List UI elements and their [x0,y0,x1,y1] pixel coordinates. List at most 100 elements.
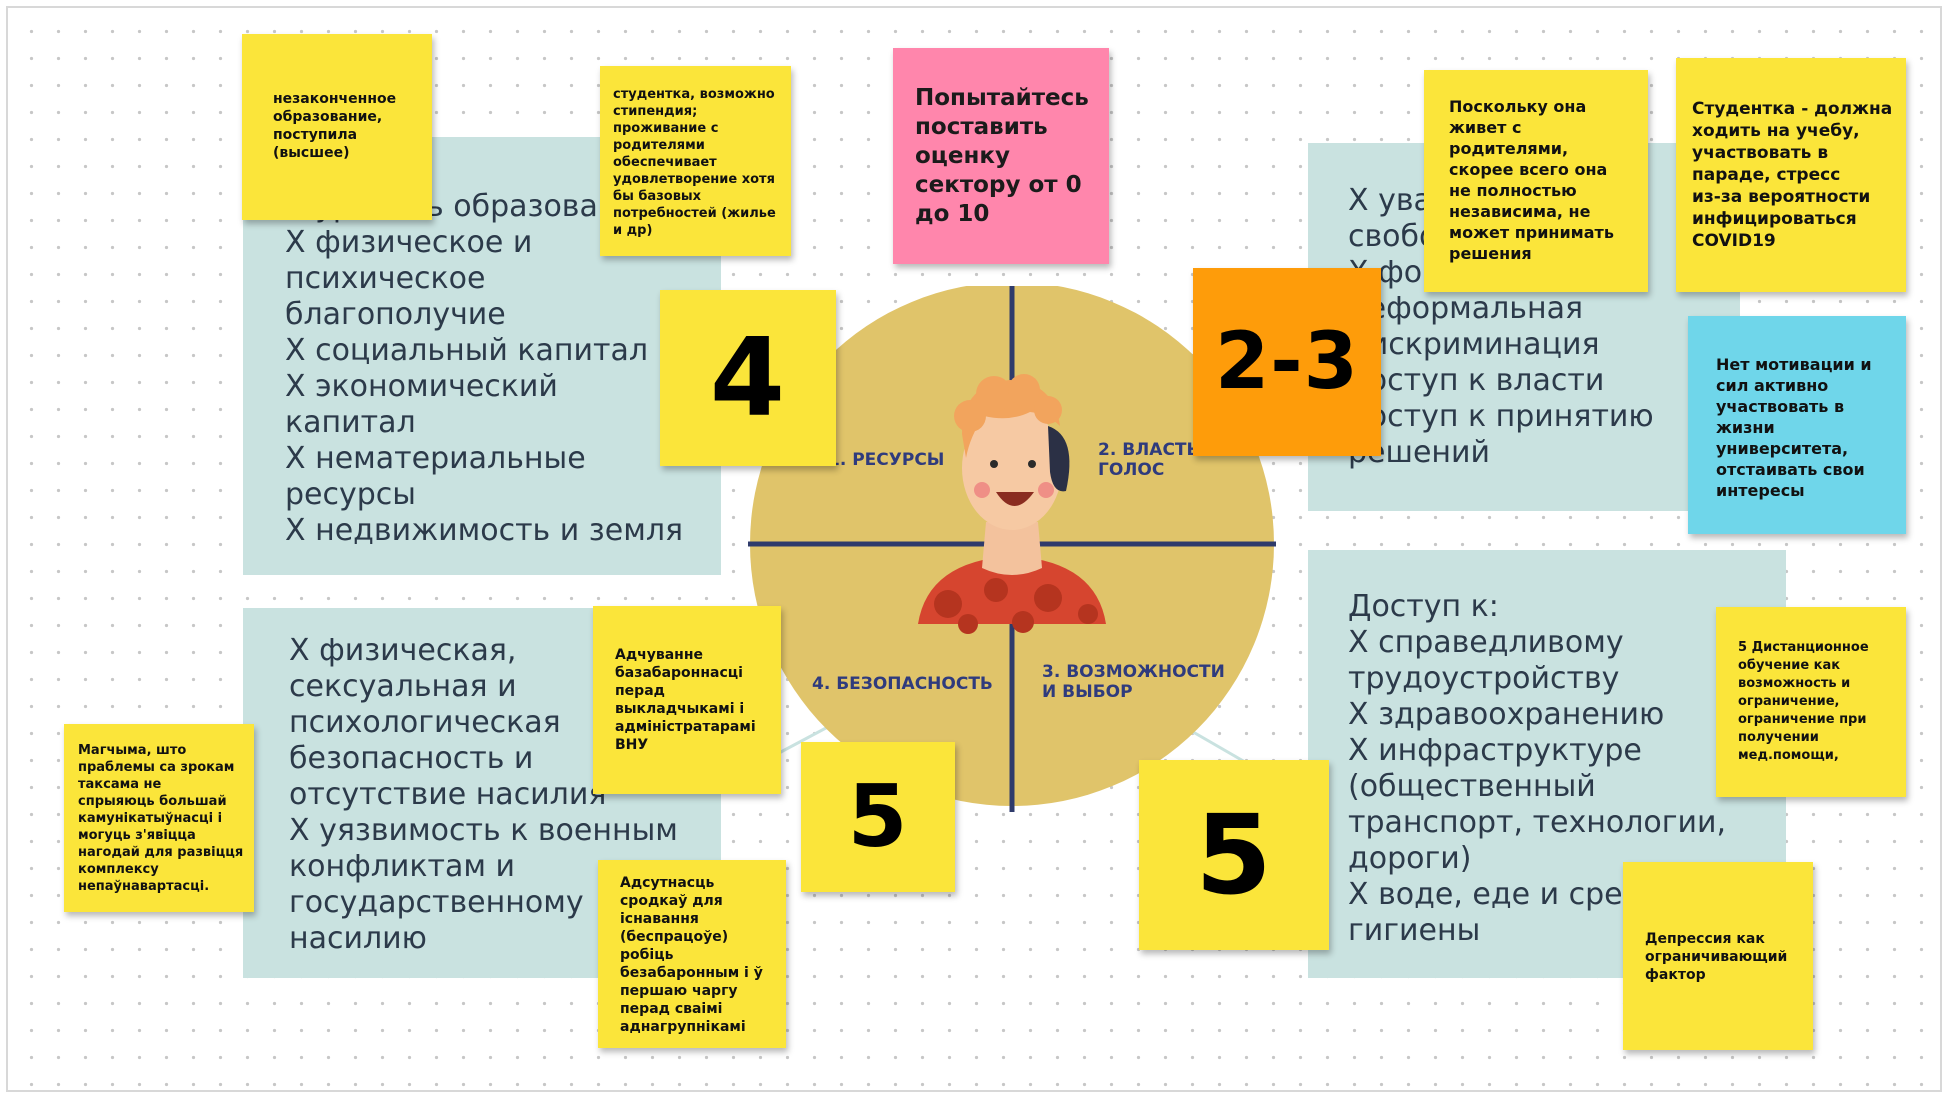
panel-line: Х экономический [285,369,558,404]
sticky-depression[interactable]: Депрессия как ограничивающий фактор [1623,862,1813,1050]
panel-line: Х здравоохранению [1348,697,1665,732]
sticky-line: ходить на учебу, [1692,121,1860,141]
sticky-line: незаконченное [273,91,397,107]
sticky-line: таксама не [78,777,162,792]
sticky-line: (высшее) [273,145,350,161]
sticky-line: обучение как [1738,658,1841,673]
sticky-motivation[interactable]: Нет мотивации и сил активно участвовать … [1688,316,1906,534]
panel-line: Х недвижимость и земля [285,513,684,548]
sticky-line: стипендия; [613,104,698,119]
panel-line: отсутствие насилия [289,777,607,812]
sticky-line: может принимать [1449,223,1614,242]
sticky-line: из-за вероятности [1692,187,1871,207]
panel-line: Х социальный капитал [285,333,649,368]
sticky-line: ограничение при [1738,712,1867,727]
sector-label-power: 2. ВЛАСТЬ И ГОЛОС [1098,440,1220,480]
sticky-education[interactable]: незаконченное образование, поступила (вы… [242,34,432,220]
sticky-line: не полностью [1449,181,1577,200]
sticky-line: живет с [1449,118,1522,137]
sticky-parents[interactable]: Поскольку она живет с родителями, скорее… [1424,70,1648,292]
sticky-line: отстаивать свои [1716,460,1865,479]
panel-line: насилию [289,921,427,956]
panel-line: дороги) [1348,841,1472,876]
sticky-line: базабароннасці [615,665,743,681]
score-opportunities[interactable]: 5 [1139,760,1329,950]
sticky-line: праблемы са зрокам [78,760,235,775]
sector-label-line: ГОЛОС [1098,460,1165,480]
sticky-distance-learning[interactable]: 5 Дистанционное обучение как возможность… [1716,607,1906,797]
sticky-line: удовлетворение хотя [613,172,775,187]
sticky-line: поступила [273,127,358,143]
sector-label-line: 2. ВЛАСТЬ И [1098,440,1220,460]
sticky-line: инфицироваться [1692,209,1857,229]
sticky-anxiety[interactable]: Адчуванне базабароннасці перад выкладчык… [593,606,781,794]
sticky-line: аднагрупнікамі [620,1019,746,1035]
sector-label-safety: 4. БЕЗОПАСНОСТЬ [812,674,993,694]
panel-line: гигиены [1348,913,1481,948]
sticky-student[interactable]: студентка, возможно стипендия; проживани… [600,66,791,256]
sticky-line: независима, не [1449,202,1591,221]
panel-line: дискриминация [1348,327,1600,362]
sticky-line: обеспечивает [613,155,717,170]
panel-line: Х физическое и [285,225,533,260]
person-illustration [918,374,1106,634]
sticky-line: участвовать в [1692,143,1829,163]
sticky-line: выкладчыкамі і [615,701,745,717]
sticky-covid[interactable]: Студентка - должна ходить на учебу, учас… [1676,58,1906,292]
score-power[interactable]: 2-3 [1193,268,1381,456]
sticky-line: Студентка - должна [1692,99,1893,119]
sticky-instruction[interactable]: Попытайтесь поставить оценку сектору от … [893,48,1109,264]
score-resources[interactable]: 4 [660,290,836,466]
panel-line: благополучие [285,297,506,332]
sticky-line: робіць [620,947,674,963]
sticky-communication[interactable]: Магчыма, што праблемы са зрокам таксама … [64,724,254,912]
sector-label-line: 3. ВОЗМОЖНОСТИ [1042,662,1225,682]
sticky-line: Магчыма, што [78,743,187,758]
sticky-line: решения [1449,244,1532,263]
panel-line: психическое [285,261,486,296]
sticky-line: COVID19 [1692,231,1776,251]
sticky-line: першаю чаргу [620,983,738,999]
sticky-line: возможность и [1738,676,1851,691]
panel-line: транспорт, технологии, [1348,805,1727,840]
sticky-line: безабаронным і ў [620,965,763,981]
sticky-line: адміністратарамі [615,719,756,735]
panel-line: сексуальная и [289,669,517,704]
sticky-line: и др) [613,223,653,238]
panel-line: Х справедливому [1348,625,1624,660]
sticky-line: мед.помощи, [1738,748,1839,763]
sticky-line: існавання [620,911,699,927]
sticky-line: (беспрацоўе) [620,929,729,945]
sticky-line: образование, [273,109,383,125]
panel-line: Х инфраструктуре [1348,733,1642,768]
score-safety[interactable]: 5 [801,742,955,892]
sticky-line: параде, стресс [1692,165,1841,185]
sticky-line: ВНУ [615,737,649,753]
sticky-line: сродкаў для [620,893,723,909]
empowerment-wheel: 1. РЕСУРСЫ 2. ВЛАСТЬ И ГОЛОС 4. БЕЗОПАСН… [748,282,1276,814]
panel-line: государственному [289,885,584,920]
panel-line: Х нематериальные [285,441,586,476]
sticky-line: интересы [1716,481,1805,500]
sticky-line: перад сваімі [620,1001,723,1017]
sticky-line: ограничение, [1738,694,1840,709]
sticky-line: спрыяюць большай [78,794,227,809]
sticky-line: жизни [1716,418,1775,437]
sticky-line: нагодай для развіцця [78,845,244,860]
sticky-line: оценку [915,143,1010,169]
panel-line: Х воде, еде и среде [1348,877,1662,912]
sticky-line: Депрессия как [1645,931,1765,947]
sticky-line: комплексу [78,862,159,877]
panel-line: трудоустройству [1348,661,1620,696]
sticky-line: проживание с [613,121,719,136]
panel-line: психологическая [289,705,561,740]
sticky-line: бы базовых [613,189,702,204]
panel-line: Доступ к: [1348,589,1499,624]
sticky-line: Адсутнасць [620,875,715,891]
sticky-means[interactable]: Адсутнасць сродкаў для існавання (беспра… [598,860,786,1048]
sticky-line: родителями [613,138,705,153]
sticky-line: университета, [1716,439,1849,458]
wheel-graphic [748,282,1276,812]
sticky-line: Адчуванне [615,647,704,663]
sticky-line: могуць з'явіцца [78,828,196,843]
